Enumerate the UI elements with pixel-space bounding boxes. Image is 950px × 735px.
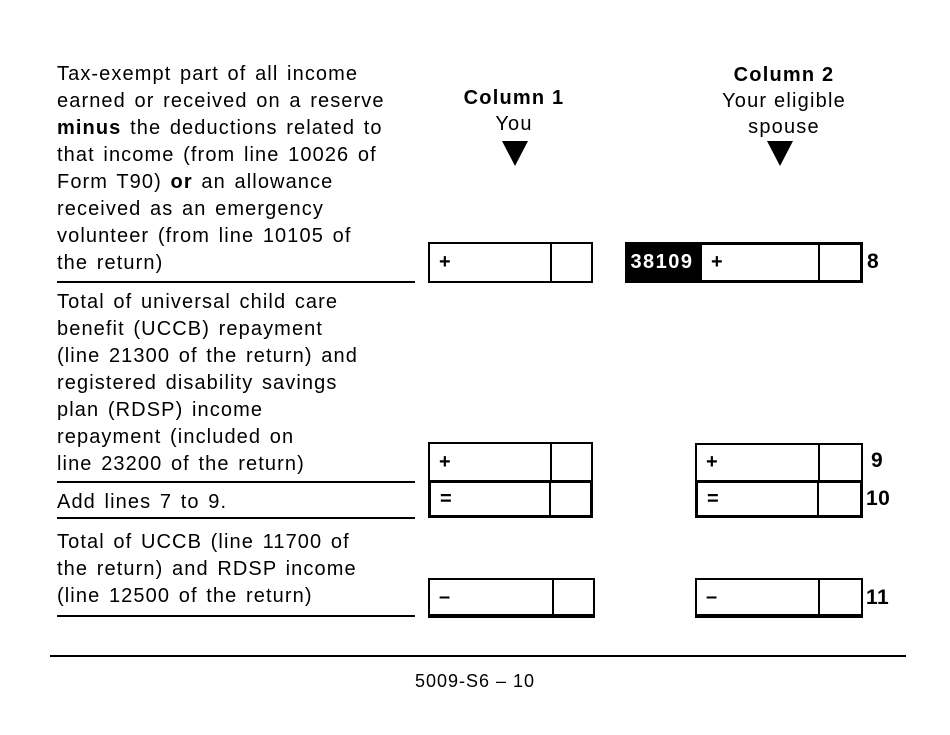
- line11-col1-amount-field[interactable]: –: [430, 580, 552, 614]
- line10-description-text: Add lines 7 to 9.: [57, 491, 228, 513]
- column1-down-arrow-icon: [502, 141, 528, 166]
- line11-col1-amount-box[interactable]: –: [428, 578, 595, 618]
- column1-title: Column 1: [463, 87, 565, 109]
- column2-subtitle: Your eligible spouse: [722, 90, 846, 138]
- line11-col2-amount-box[interactable]: –: [695, 578, 863, 618]
- line11-col1-cents-field[interactable]: [552, 580, 593, 614]
- separator-line-10: [57, 517, 415, 519]
- line10-col2-cents-field[interactable]: [817, 483, 860, 515]
- line9-col1-cents-field[interactable]: [550, 444, 591, 480]
- line-number-8: 8: [867, 250, 880, 273]
- plus-operator: +: [711, 251, 723, 273]
- line9-col1-amount-field[interactable]: +: [430, 444, 550, 480]
- form-code: 5009-S6 – 10: [414, 671, 536, 691]
- plus-operator: +: [706, 451, 718, 473]
- line8-col1-cents-field[interactable]: [550, 244, 591, 281]
- line8-field-code-box: 38109: [625, 242, 699, 283]
- line8-col2-amount-box[interactable]: +: [699, 242, 863, 283]
- footer-rule: [50, 655, 906, 657]
- column1-subtitle: You: [495, 113, 533, 135]
- line10-col1-cents-field[interactable]: [549, 483, 590, 515]
- column2-down-arrow-icon: [767, 141, 793, 166]
- line9-col2-amount-box[interactable]: +: [695, 443, 863, 480]
- column2-header: Column 2 Your eligible spouse: [694, 62, 874, 140]
- minus-operator: –: [439, 585, 451, 608]
- line11-col2-cents-field[interactable]: [818, 580, 861, 614]
- separator-line-9: [57, 481, 415, 483]
- line8-col1-amount-field[interactable]: +: [430, 244, 550, 281]
- equals-operator: =: [440, 487, 452, 510]
- line-number-11: 11: [866, 586, 890, 609]
- line-number-9: 9: [871, 449, 884, 472]
- line-number-10: 10: [866, 487, 891, 510]
- line10-col2-total-box[interactable]: =: [695, 480, 863, 518]
- column2-title: Column 2: [733, 64, 835, 86]
- line10-col1-amount-field[interactable]: =: [431, 483, 549, 515]
- line9-col2-cents-field[interactable]: [818, 445, 861, 480]
- line8-col2-cents-field[interactable]: [818, 245, 860, 280]
- line10-col1-total-box[interactable]: =: [428, 480, 593, 518]
- column1-header: Column 1 You: [434, 85, 594, 137]
- plus-operator: +: [439, 450, 451, 473]
- minus-operator: –: [706, 585, 718, 608]
- line8-col2-amount-field[interactable]: +: [702, 245, 818, 280]
- equals-operator: =: [707, 487, 719, 510]
- line10-col2-amount-field[interactable]: =: [698, 483, 817, 515]
- line10-description: Add lines 7 to 9.: [57, 489, 437, 516]
- line8-field-code: 38109: [630, 251, 694, 273]
- separator-line-8: [57, 281, 415, 283]
- separator-line-11: [57, 615, 415, 617]
- line11-col2-amount-field[interactable]: –: [697, 580, 818, 614]
- line8-col1-amount-box[interactable]: +: [428, 242, 593, 283]
- plus-operator: +: [439, 251, 451, 273]
- line9-col2-amount-field[interactable]: +: [697, 445, 818, 480]
- line9-col1-amount-box[interactable]: +: [428, 442, 593, 480]
